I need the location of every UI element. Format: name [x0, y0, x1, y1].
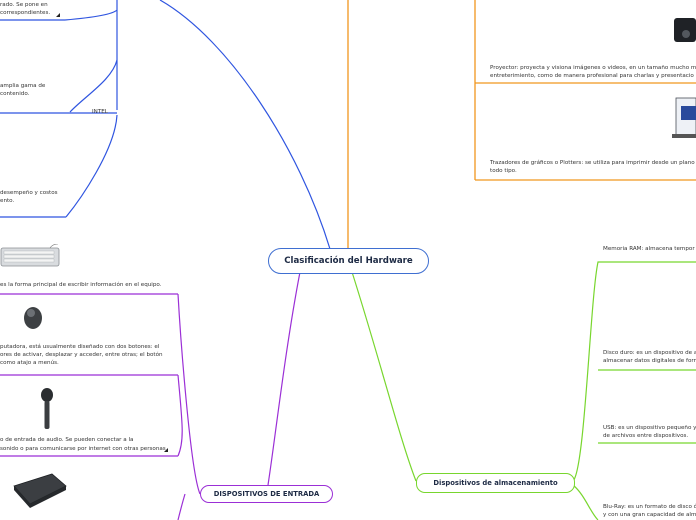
almacenamiento-text-disco-1: Disco duro: es un dispositivo de a	[603, 350, 696, 356]
intel-text-2a: amplia gama de	[0, 83, 46, 89]
entrada-text-mouse-1: putadora, está usualmente diseñado con d…	[0, 344, 160, 350]
note-icon[interactable]	[163, 447, 169, 453]
entrada-text-mic-1: o de entrada de audio. Se pueden conecta…	[0, 437, 134, 443]
entrada-text-mouse-2: ores de activar, desplazar y acceder, en…	[0, 352, 163, 358]
keyboard-icon	[0, 244, 60, 267]
intel-text-3b: ento.	[0, 198, 15, 204]
salida-text-projector-1: Proyector: proyecta y visiona imágenes o…	[490, 65, 696, 71]
almacenamiento-text-ram: Memoria RAM: almacena tempor	[603, 246, 695, 252]
intel-text-3a: desempeño y costos	[0, 190, 58, 196]
mouse-icon	[24, 307, 42, 329]
salida-text-plotter-1: Trazadores de gráficos o Plotters: se ut…	[490, 160, 696, 166]
salida-text-plotter-2: todo tipo.	[490, 168, 517, 174]
almacenamiento-text-usb-1: USB: es un dispositivo pequeño y	[603, 425, 696, 431]
entrada-text-mouse-3: como atajo a menús.	[0, 360, 59, 366]
branch-dispositivos-almacenamiento[interactable]: Dispositivos de almacenamiento	[416, 473, 575, 493]
projector-icon	[674, 18, 696, 42]
intel-text-1a: rado. Se pone en	[0, 2, 48, 8]
branch-dispositivos-entrada[interactable]: DISPOSITIVOS DE ENTRADA	[200, 485, 333, 503]
scanner-icon	[13, 473, 67, 508]
microphone-icon	[41, 388, 53, 429]
intel-label[interactable]: INTEL	[92, 109, 108, 115]
root-topic[interactable]: Clasificación del Hardware	[268, 248, 429, 274]
almacenamiento-text-disco-2: almacenar datos digitales de form	[603, 358, 696, 364]
almacenamiento-text-bluray-2: y con una gran capacidad de alm	[603, 512, 696, 518]
salida-text-projector-2: entreterimiento, como de manera profesio…	[490, 73, 694, 79]
intel-text-1b: correspondientes.	[0, 10, 51, 16]
almacenamiento-text-bluray-1: Blu-Ray: es un formato de disco ó	[603, 504, 696, 510]
intel-text-2b: contenido.	[0, 91, 30, 97]
entrada-text-mic-2: sonido o para comunicarse por internet c…	[0, 446, 166, 452]
plotter-icon	[672, 97, 696, 138]
almacenamiento-text-usb-2: de archivos entre dispositivos.	[603, 433, 689, 439]
entrada-text-keyboard: es la forma principal de escribir inform…	[0, 282, 162, 288]
note-icon[interactable]	[55, 12, 61, 18]
